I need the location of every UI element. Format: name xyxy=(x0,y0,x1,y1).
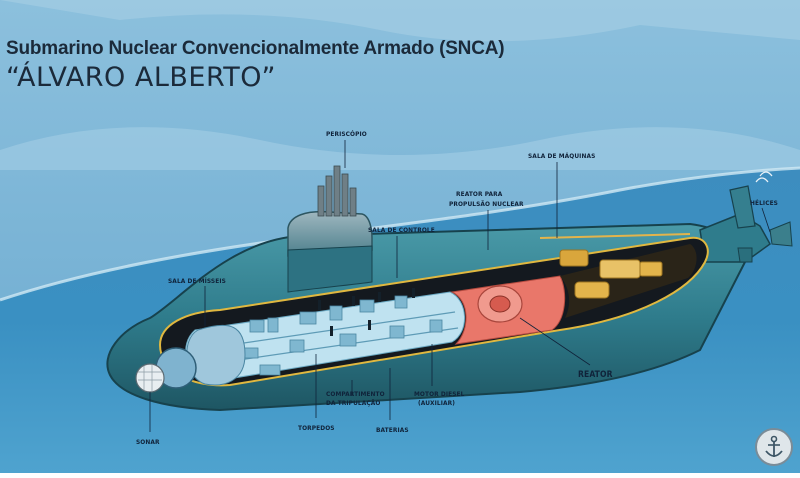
missile-room xyxy=(186,324,246,386)
sail-base xyxy=(287,245,373,293)
label-sala-maquinas: SALA DE MÁQUINAS xyxy=(528,151,595,160)
engine-room-bg xyxy=(560,244,697,318)
leader-lines xyxy=(149,140,771,432)
sonar-grid xyxy=(138,364,162,392)
engine-room xyxy=(539,233,697,318)
sonar-dome xyxy=(135,363,165,393)
wave-spray xyxy=(0,127,800,170)
label-reator-propulsao-2: PROPULSÃO NUCLEAR xyxy=(449,199,524,208)
crew-figures xyxy=(318,288,415,336)
diagram-subtitle: “ÁLVARO ALBERTO” xyxy=(6,62,277,93)
gearbox xyxy=(639,261,663,277)
reactor-core xyxy=(489,295,511,313)
label-motor-diesel-1: MOTOR DIESEL xyxy=(414,390,465,398)
submarine xyxy=(106,165,793,412)
label-helices: HÉLICES xyxy=(750,198,778,207)
label-torpedos: TORPEDOS xyxy=(298,424,335,432)
generator xyxy=(599,259,641,279)
label-compartimento-2: DA TRIPULAÇÃO xyxy=(326,398,380,407)
label-reator: REATOR xyxy=(578,370,613,380)
label-sala-misseis: SALA DE MÍSSEIS xyxy=(168,276,226,285)
propeller-wash xyxy=(755,171,773,183)
label-motor-diesel-2: (AUXILIAR) xyxy=(418,399,455,407)
label-sonar: SONAR xyxy=(136,438,160,446)
upper-rudder xyxy=(729,185,756,229)
anchor-badge xyxy=(755,428,793,466)
turbine xyxy=(574,281,610,299)
lower-rudder xyxy=(737,247,753,263)
label-baterias: BATERIAS xyxy=(376,426,409,434)
sail xyxy=(287,210,373,257)
label-periscopio: PERISCÓPIO xyxy=(326,129,367,138)
engine-block xyxy=(559,249,589,267)
sea-surface-line xyxy=(0,166,800,302)
label-sala-controle: SALA DE CONTROLE xyxy=(368,226,435,234)
label-reator-propulsao-1: REATOR PARA xyxy=(456,190,503,198)
label-compartimento-1: COMPARTIMENTO xyxy=(326,390,385,398)
labels: PERISCÓPIO SALA DE MÁQUINAS REATOR PARA … xyxy=(136,129,778,446)
propeller xyxy=(769,221,793,247)
diagram-title: Submarino Nuclear Convencionalmente Arma… xyxy=(6,38,505,59)
anchor-icon xyxy=(765,435,783,457)
shaft xyxy=(539,233,691,239)
periscope-masts xyxy=(317,165,357,217)
crew-section xyxy=(185,291,465,383)
cloud xyxy=(0,0,800,42)
